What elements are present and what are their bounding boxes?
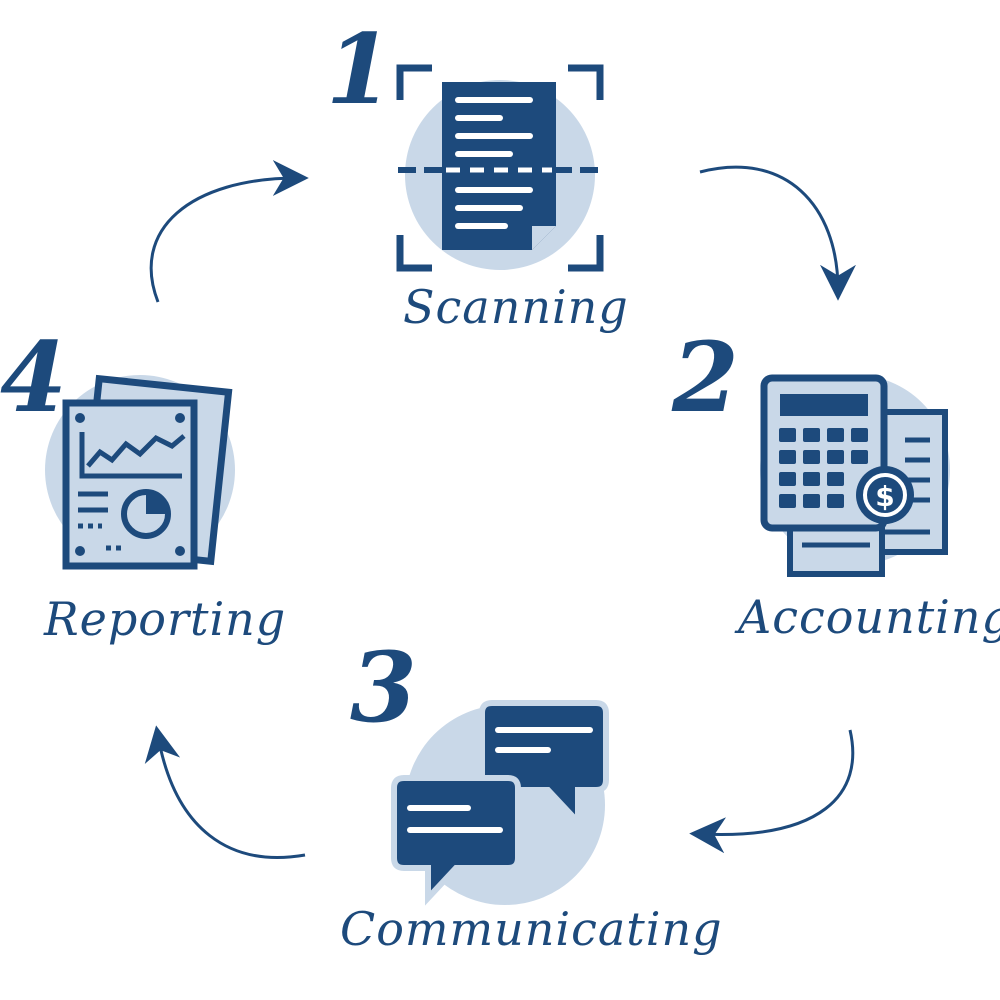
arrow-scanning-to-accounting <box>699 165 856 301</box>
step-2-label: Accounting <box>738 590 1000 644</box>
step-1-number: 1 <box>326 13 393 126</box>
arrow-accounting-to-communicating <box>689 729 855 854</box>
scan-bracket-bottom-left <box>396 235 432 272</box>
scan-bracket-bottom-right <box>568 235 604 272</box>
scanning-icon <box>396 64 604 272</box>
report-page-front <box>62 399 198 570</box>
arrow-reporting-to-scanning <box>149 160 309 303</box>
scan-bracket-top-right <box>568 64 604 100</box>
reporting-icon <box>45 374 235 570</box>
accounting-icon: $ <box>760 374 950 577</box>
step-2-number: 2 <box>672 321 739 434</box>
scan-bracket-top-left <box>396 64 432 100</box>
communicating-icon <box>391 700 609 906</box>
step-1-label: Scanning <box>403 280 629 334</box>
step-4-number: 4 <box>0 321 67 434</box>
step-4-label: Reporting <box>44 592 287 646</box>
svg-text:$: $ <box>875 480 894 513</box>
line-chart-icon <box>86 434 186 468</box>
step-3-label: Communicating <box>340 902 723 956</box>
step-3-number: 3 <box>350 631 417 744</box>
arrow-communicating-to-reporting <box>144 725 306 859</box>
